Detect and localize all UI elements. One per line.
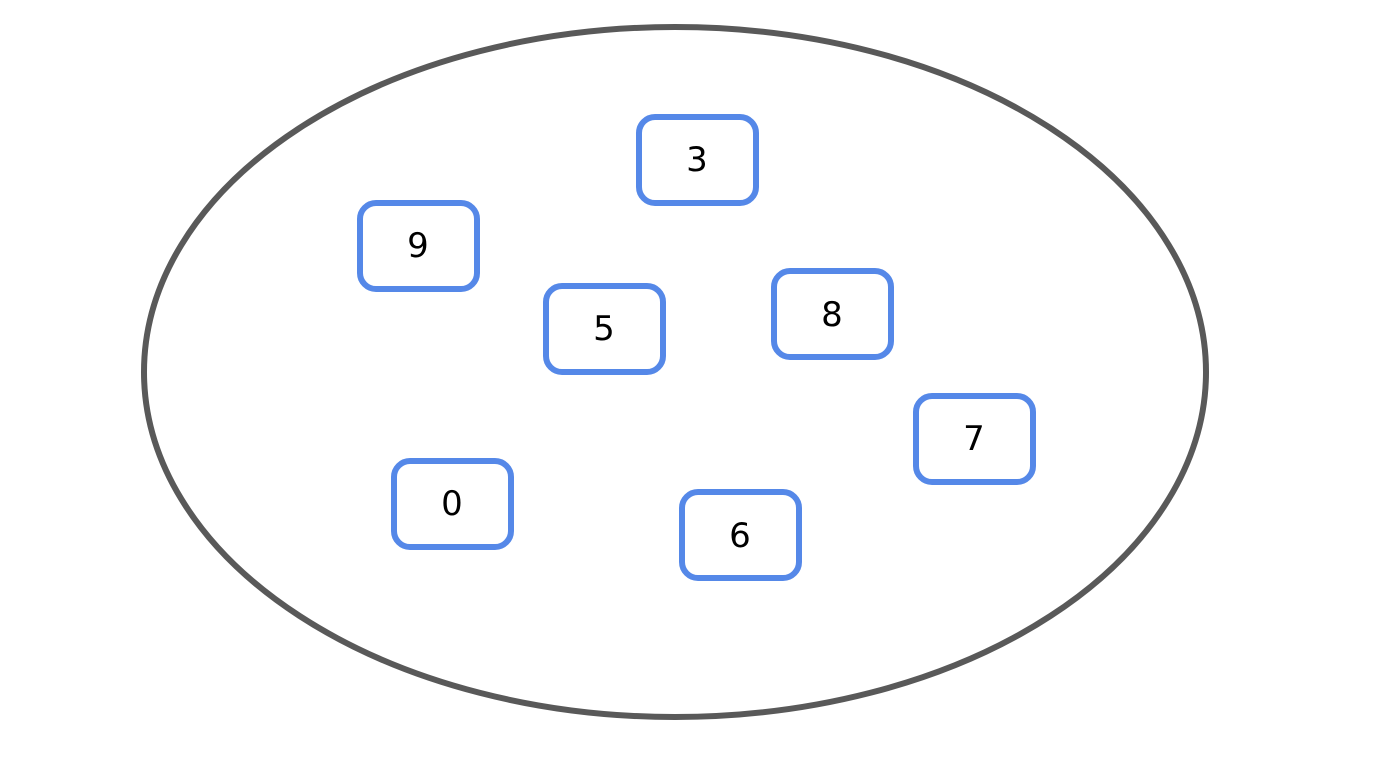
- set-element-6: 6: [679, 489, 802, 581]
- set-element-8: 8: [771, 268, 894, 360]
- set-element-5: 5: [543, 283, 666, 375]
- element-box: [913, 393, 1036, 485]
- element-label: 8: [821, 295, 843, 335]
- element-box: [771, 268, 894, 360]
- element-label: 3: [686, 140, 708, 180]
- element-box: [543, 283, 666, 375]
- element-label: 6: [729, 516, 751, 556]
- set-element-0: 0: [391, 458, 514, 550]
- element-box: [391, 458, 514, 550]
- element-box: [357, 200, 480, 292]
- set-element-7: 7: [913, 393, 1036, 485]
- set-element-3: 3: [636, 114, 759, 206]
- element-label: 5: [593, 309, 615, 349]
- element-label: 9: [407, 226, 429, 266]
- element-box: [636, 114, 759, 206]
- element-label: 0: [441, 484, 463, 524]
- set-element-9: 9: [357, 200, 480, 292]
- element-box: [679, 489, 802, 581]
- element-label: 7: [963, 419, 985, 459]
